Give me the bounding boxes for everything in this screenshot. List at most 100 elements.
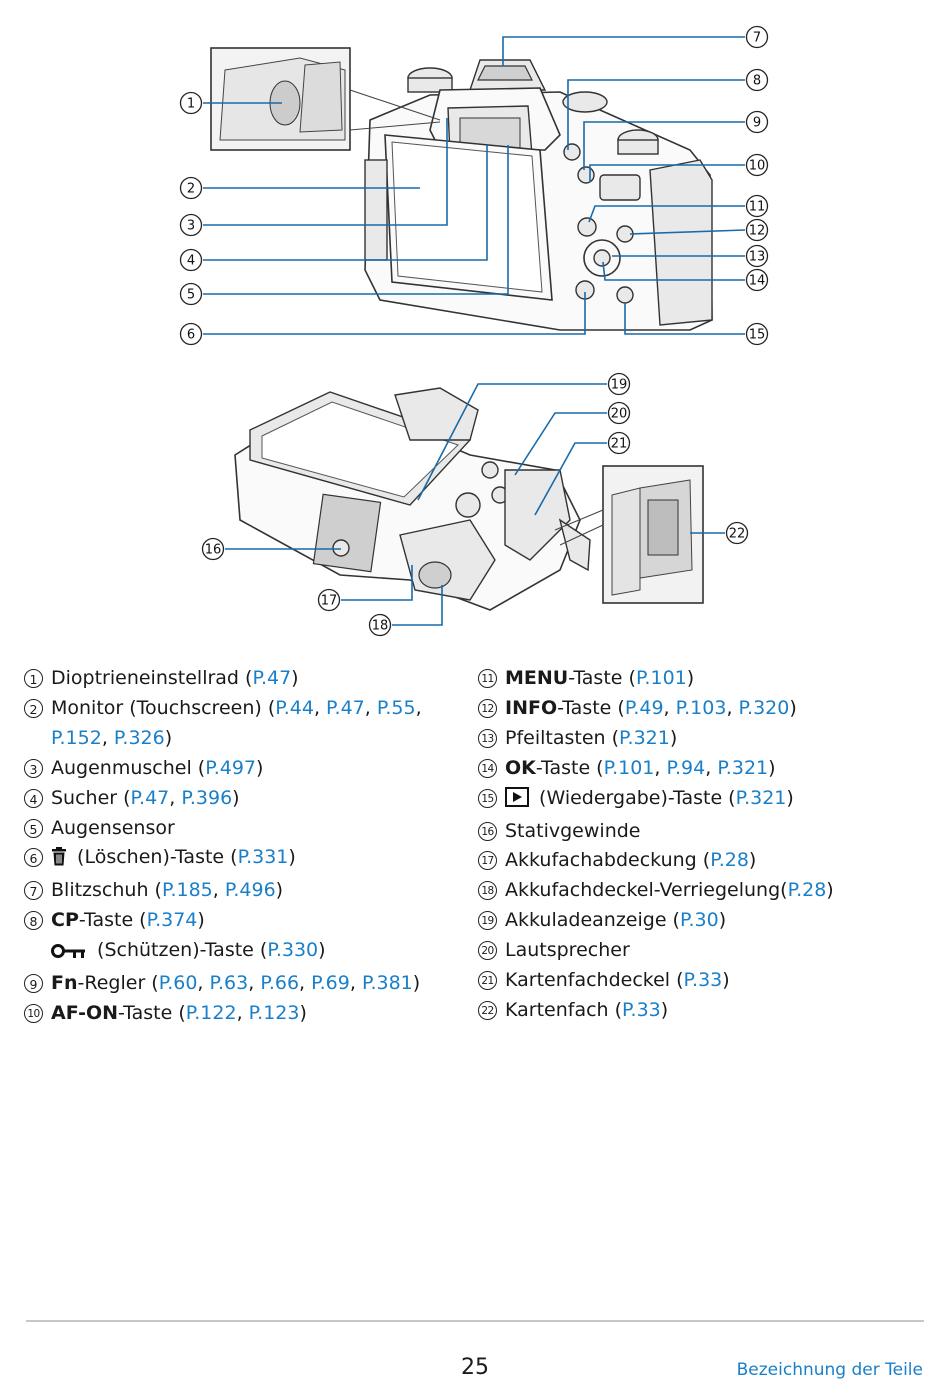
item-text: ) (748, 849, 757, 872)
page-reference-link[interactable]: P.122 (185, 1001, 237, 1024)
page-reference-link[interactable]: P.49 (624, 696, 664, 719)
button-name: OK (505, 756, 536, 779)
page-reference-link[interactable]: P.321 (735, 786, 787, 809)
callout-2: 2 (179, 176, 203, 200)
callout-label: 8 (753, 74, 761, 89)
page-reference-link[interactable]: P.101 (635, 667, 687, 689)
item-text: Akkuladeanzeige ( (505, 909, 680, 932)
callout-19: 19 (607, 372, 631, 396)
item-text: Akkufachabdeckung ( (505, 849, 711, 872)
key-icon (51, 939, 87, 969)
callout-label: 15 (749, 328, 766, 343)
page-reference-link[interactable]: P.330 (267, 939, 319, 962)
callout-label: 22 (729, 527, 746, 542)
item-number-badge: 18 (478, 881, 497, 901)
page-number: 25 (461, 1355, 489, 1380)
callout-17: 17 (317, 588, 341, 612)
item-text: Monitor (Touchscreen) ( (51, 696, 276, 719)
page-reference-link[interactable]: P.44 (275, 696, 314, 719)
item-text: Blitzschuh ( (51, 879, 162, 902)
callout-label: 18 (372, 619, 389, 634)
callout-15: 15 (745, 322, 769, 346)
page-reference-link[interactable]: P.30 (679, 909, 719, 932)
callout-21: 21 (607, 431, 631, 455)
callout-5: 5 (179, 282, 203, 306)
trash-icon (51, 846, 67, 876)
page-reference-link[interactable]: P.33 (622, 998, 661, 1021)
page-reference-link[interactable]: P.63 (209, 972, 249, 995)
item-number-badge: 17 (478, 851, 497, 871)
item-text: , (663, 696, 676, 719)
page-reference-link[interactable]: P.396 (181, 786, 233, 809)
page-reference-link[interactable]: P.33 (683, 969, 723, 992)
legend-item-15: 15 (Wiedergabe)-Taste (P.321) (478, 784, 928, 817)
page-reference-link[interactable]: P.321 (717, 756, 769, 779)
page-reference-link[interactable]: P.47 (130, 786, 170, 809)
callout-16: 16 (201, 537, 225, 561)
item-text: -Taste ( (118, 1001, 186, 1024)
item-number-badge: 8 (24, 911, 43, 931)
page-reference-link[interactable]: P.152 (51, 726, 102, 749)
page-reference-link[interactable]: P.374 (146, 909, 198, 932)
callout-8: 8 (745, 68, 769, 92)
page-reference-link[interactable]: P.47 (252, 667, 292, 689)
item-text: ) (275, 879, 284, 902)
page-reference-link[interactable]: P.496 (224, 879, 276, 902)
section-link[interactable]: Bezeichnung der Teile (736, 1360, 923, 1380)
item-text: , (212, 879, 225, 902)
page-reference-link[interactable]: P.55 (376, 696, 416, 719)
callout-label: 11 (749, 200, 766, 215)
item-text: , (299, 972, 312, 995)
button-name: Fn (51, 972, 78, 995)
page-reference-link[interactable]: P.69 (311, 972, 350, 995)
item-text: Sucher ( (51, 786, 131, 809)
item-text: ) (768, 756, 776, 779)
callout-label: 10 (749, 159, 766, 174)
page-reference-link[interactable]: P.66 (260, 972, 300, 995)
page-reference-link[interactable]: P.101 (603, 756, 655, 779)
page-reference-link[interactable]: P.94 (666, 756, 706, 779)
callout-3: 3 (179, 213, 203, 237)
page-reference-link[interactable]: P.321 (619, 726, 670, 749)
item-number-badge: 2 (24, 698, 43, 718)
item-text: Augenmuschel ( (51, 756, 206, 779)
callout-9: 9 (745, 110, 769, 134)
item-number-badge: 13 (478, 728, 497, 748)
item-text: Akkufachdeckel-Verriegelung( (505, 879, 788, 902)
item-number-badge: 11 (478, 669, 497, 688)
item-number-badge: 20 (478, 941, 497, 961)
page-reference-link[interactable]: P.28 (787, 879, 827, 902)
item-number-badge: 9 (24, 974, 43, 994)
item-text: , (313, 696, 327, 719)
page-reference-link[interactable]: P.381 (361, 972, 413, 995)
play-icon (505, 786, 529, 817)
page-reference-link[interactable]: P.320 (738, 696, 790, 719)
page-reference-link[interactable]: P.123 (248, 1001, 300, 1024)
item-text: , (248, 972, 261, 995)
page-reference-link[interactable]: P.28 (710, 849, 749, 872)
page-reference-link[interactable]: P.326 (113, 726, 165, 749)
page-reference-link[interactable]: P.60 (158, 972, 198, 995)
callout-label: 12 (749, 224, 766, 239)
page-reference-link[interactable]: P.103 (675, 696, 727, 719)
item-text: , (705, 756, 718, 779)
page-reference-link[interactable]: P.47 (326, 696, 365, 719)
page-reference-link[interactable]: P.185 (161, 879, 213, 902)
page-reference-link[interactable]: P.331 (237, 846, 289, 869)
callout-label: 20 (611, 407, 628, 422)
item-text: ) (786, 786, 794, 809)
item-text: ) (232, 786, 240, 809)
item-number-badge: 5 (24, 818, 43, 838)
item-text: ) (686, 667, 695, 689)
button-name: CP (51, 909, 79, 932)
item-text: ) (197, 909, 205, 932)
callout-12: 12 (745, 218, 769, 242)
page-reference-link[interactable]: P.497 (205, 756, 257, 779)
callout-7: 7 (745, 25, 769, 49)
callout-label: 14 (749, 274, 766, 289)
